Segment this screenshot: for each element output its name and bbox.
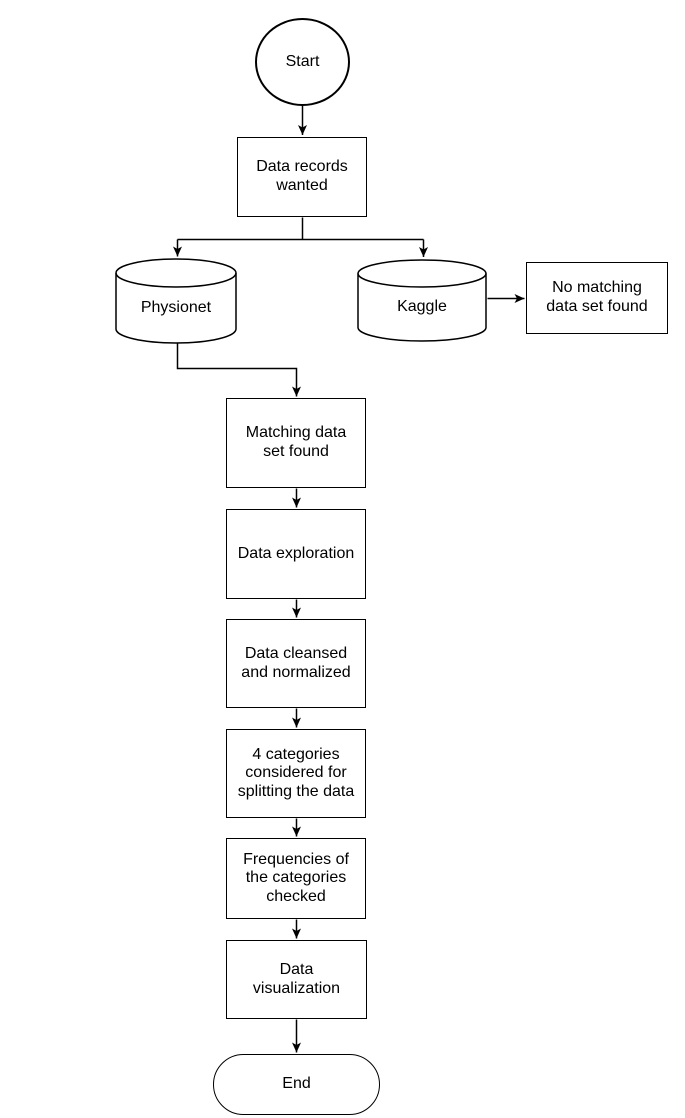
edge-physionet-to-matching: [176, 343, 301, 397]
node-physionet: Physionet: [115, 258, 237, 344]
node-label: Data exploration: [237, 544, 355, 562]
node-end: End: [213, 1054, 380, 1115]
node-label: Data cleansed and normalized: [241, 644, 351, 681]
node-data-visualization: Data visualization: [226, 940, 367, 1019]
node-label: End: [282, 1075, 311, 1093]
node-label: 4 categories considered for splitting th…: [237, 745, 355, 800]
node-label: Kaggle: [397, 298, 447, 316]
node-label: Frequencies of the categories checked: [243, 850, 349, 905]
node-start: Start: [255, 18, 350, 106]
node-data-exploration: Data exploration: [226, 509, 366, 599]
node-label: Data records wanted: [256, 158, 348, 194]
node-data-cleansed-and-normalized: Data cleansed and normalized: [226, 619, 366, 708]
node-label: Start: [285, 52, 320, 70]
database-cylinder-shape: [115, 258, 237, 344]
node-label: No matching data set found: [546, 279, 648, 315]
node-kaggle: Kaggle: [357, 259, 487, 342]
node-label: Data visualization: [252, 960, 341, 997]
node-matching-data-set-found: Matching data set found: [226, 398, 366, 488]
node-no-matching-data-set-found: No matching data set found: [526, 262, 668, 334]
node-label: Matching data set found: [245, 424, 347, 460]
node-data-records-wanted: Data records wanted: [237, 137, 367, 217]
node-frequencies-checked: Frequencies of the categories checked: [226, 838, 366, 919]
node-label: Physionet: [140, 298, 212, 316]
node-four-categories: 4 categories considered for splitting th…: [226, 729, 366, 818]
database-cylinder-shape: [357, 259, 487, 342]
